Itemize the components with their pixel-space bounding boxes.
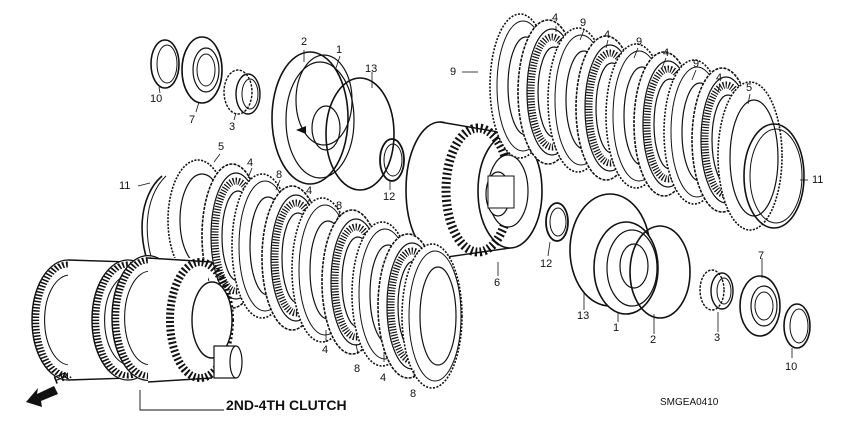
- callout-1-top: 1: [336, 44, 343, 56]
- upper-disc-stack: [489, 13, 805, 231]
- return-spring-plate-7-top: [181, 36, 223, 104]
- callout-9-c: 9: [636, 36, 643, 48]
- callout-12-top: 12: [383, 191, 396, 203]
- callout-8-left-d: 8: [410, 388, 417, 400]
- return-spring-plate-7-bottom: [739, 275, 781, 337]
- spring-assembly-3-top: [223, 69, 261, 115]
- callout-2-bottom: 2: [650, 334, 657, 346]
- callout-8-left-a: 8: [276, 169, 283, 181]
- callout-13-top: 13: [365, 63, 378, 75]
- callout-10-top: 10: [150, 93, 163, 105]
- o-ring-2-top: [295, 54, 353, 146]
- front-direction-arrow: [26, 386, 58, 407]
- leader-lines: [137, 26, 808, 378]
- callout-3-bottom: 3: [714, 332, 721, 344]
- assembly-leader: [139, 390, 224, 411]
- callout-4-right-b: 4: [604, 29, 611, 41]
- piston-1-bottom: [593, 221, 659, 315]
- snap-ring-11-right: [743, 123, 805, 229]
- callout-7-top: 7: [189, 114, 196, 126]
- callout-4-right-d: 4: [716, 72, 723, 84]
- callout-11-right: 11: [812, 174, 824, 186]
- callout-2-top: 2: [301, 36, 308, 48]
- callout-4-left-c: 4: [322, 344, 329, 356]
- callout-7-bottom: 7: [758, 250, 765, 262]
- callout-4-left-b: 4: [306, 185, 313, 197]
- spring-assembly-3-bottom: [699, 269, 734, 311]
- lower-disc-stack: [141, 159, 463, 389]
- callout-9-b: 9: [580, 17, 587, 29]
- callout-9-d: 9: [693, 58, 700, 70]
- callout-1-bottom: 1: [613, 322, 620, 334]
- callout-4-left-d: 4: [380, 372, 387, 384]
- callout-4-left-a: 4: [247, 157, 254, 169]
- o-ring-12-center: [545, 202, 569, 242]
- callout-13-bottom: 13: [577, 310, 590, 322]
- o-ring-13-top: [325, 77, 395, 191]
- assembly-title: 2ND-4TH CLUTCH: [226, 397, 347, 413]
- callout-4-right-a: 4: [552, 12, 559, 24]
- callout-5-right: 5: [746, 82, 753, 94]
- o-ring-2-bottom: [629, 225, 691, 319]
- piston-1-top: [271, 51, 355, 185]
- steel-plate-8-d: [401, 243, 463, 389]
- callout-8-left-b: 8: [336, 200, 343, 212]
- snap-ring-10-bottom: [783, 303, 811, 349]
- clutch-drum-6: [405, 121, 543, 259]
- diagram-code: SMGEA0410: [660, 397, 719, 408]
- end-plate-5-right: [717, 81, 783, 231]
- callout-4-right-c: 4: [663, 47, 670, 59]
- callout-11-left: 11: [119, 180, 131, 192]
- callout-10-bottom: 10: [785, 361, 798, 373]
- callout-9-a: 9: [450, 66, 457, 78]
- callout-6: 6: [494, 277, 501, 289]
- snap-ring-10-top: [150, 39, 180, 89]
- callout-3-top: 3: [229, 121, 236, 133]
- o-ring-12-top: [379, 138, 405, 182]
- callout-8-left-c: 8: [354, 363, 361, 375]
- assembled-2nd-4th-clutch: [32, 256, 243, 382]
- callout-12-center: 12: [540, 258, 553, 270]
- callout-5-left: 5: [218, 141, 225, 153]
